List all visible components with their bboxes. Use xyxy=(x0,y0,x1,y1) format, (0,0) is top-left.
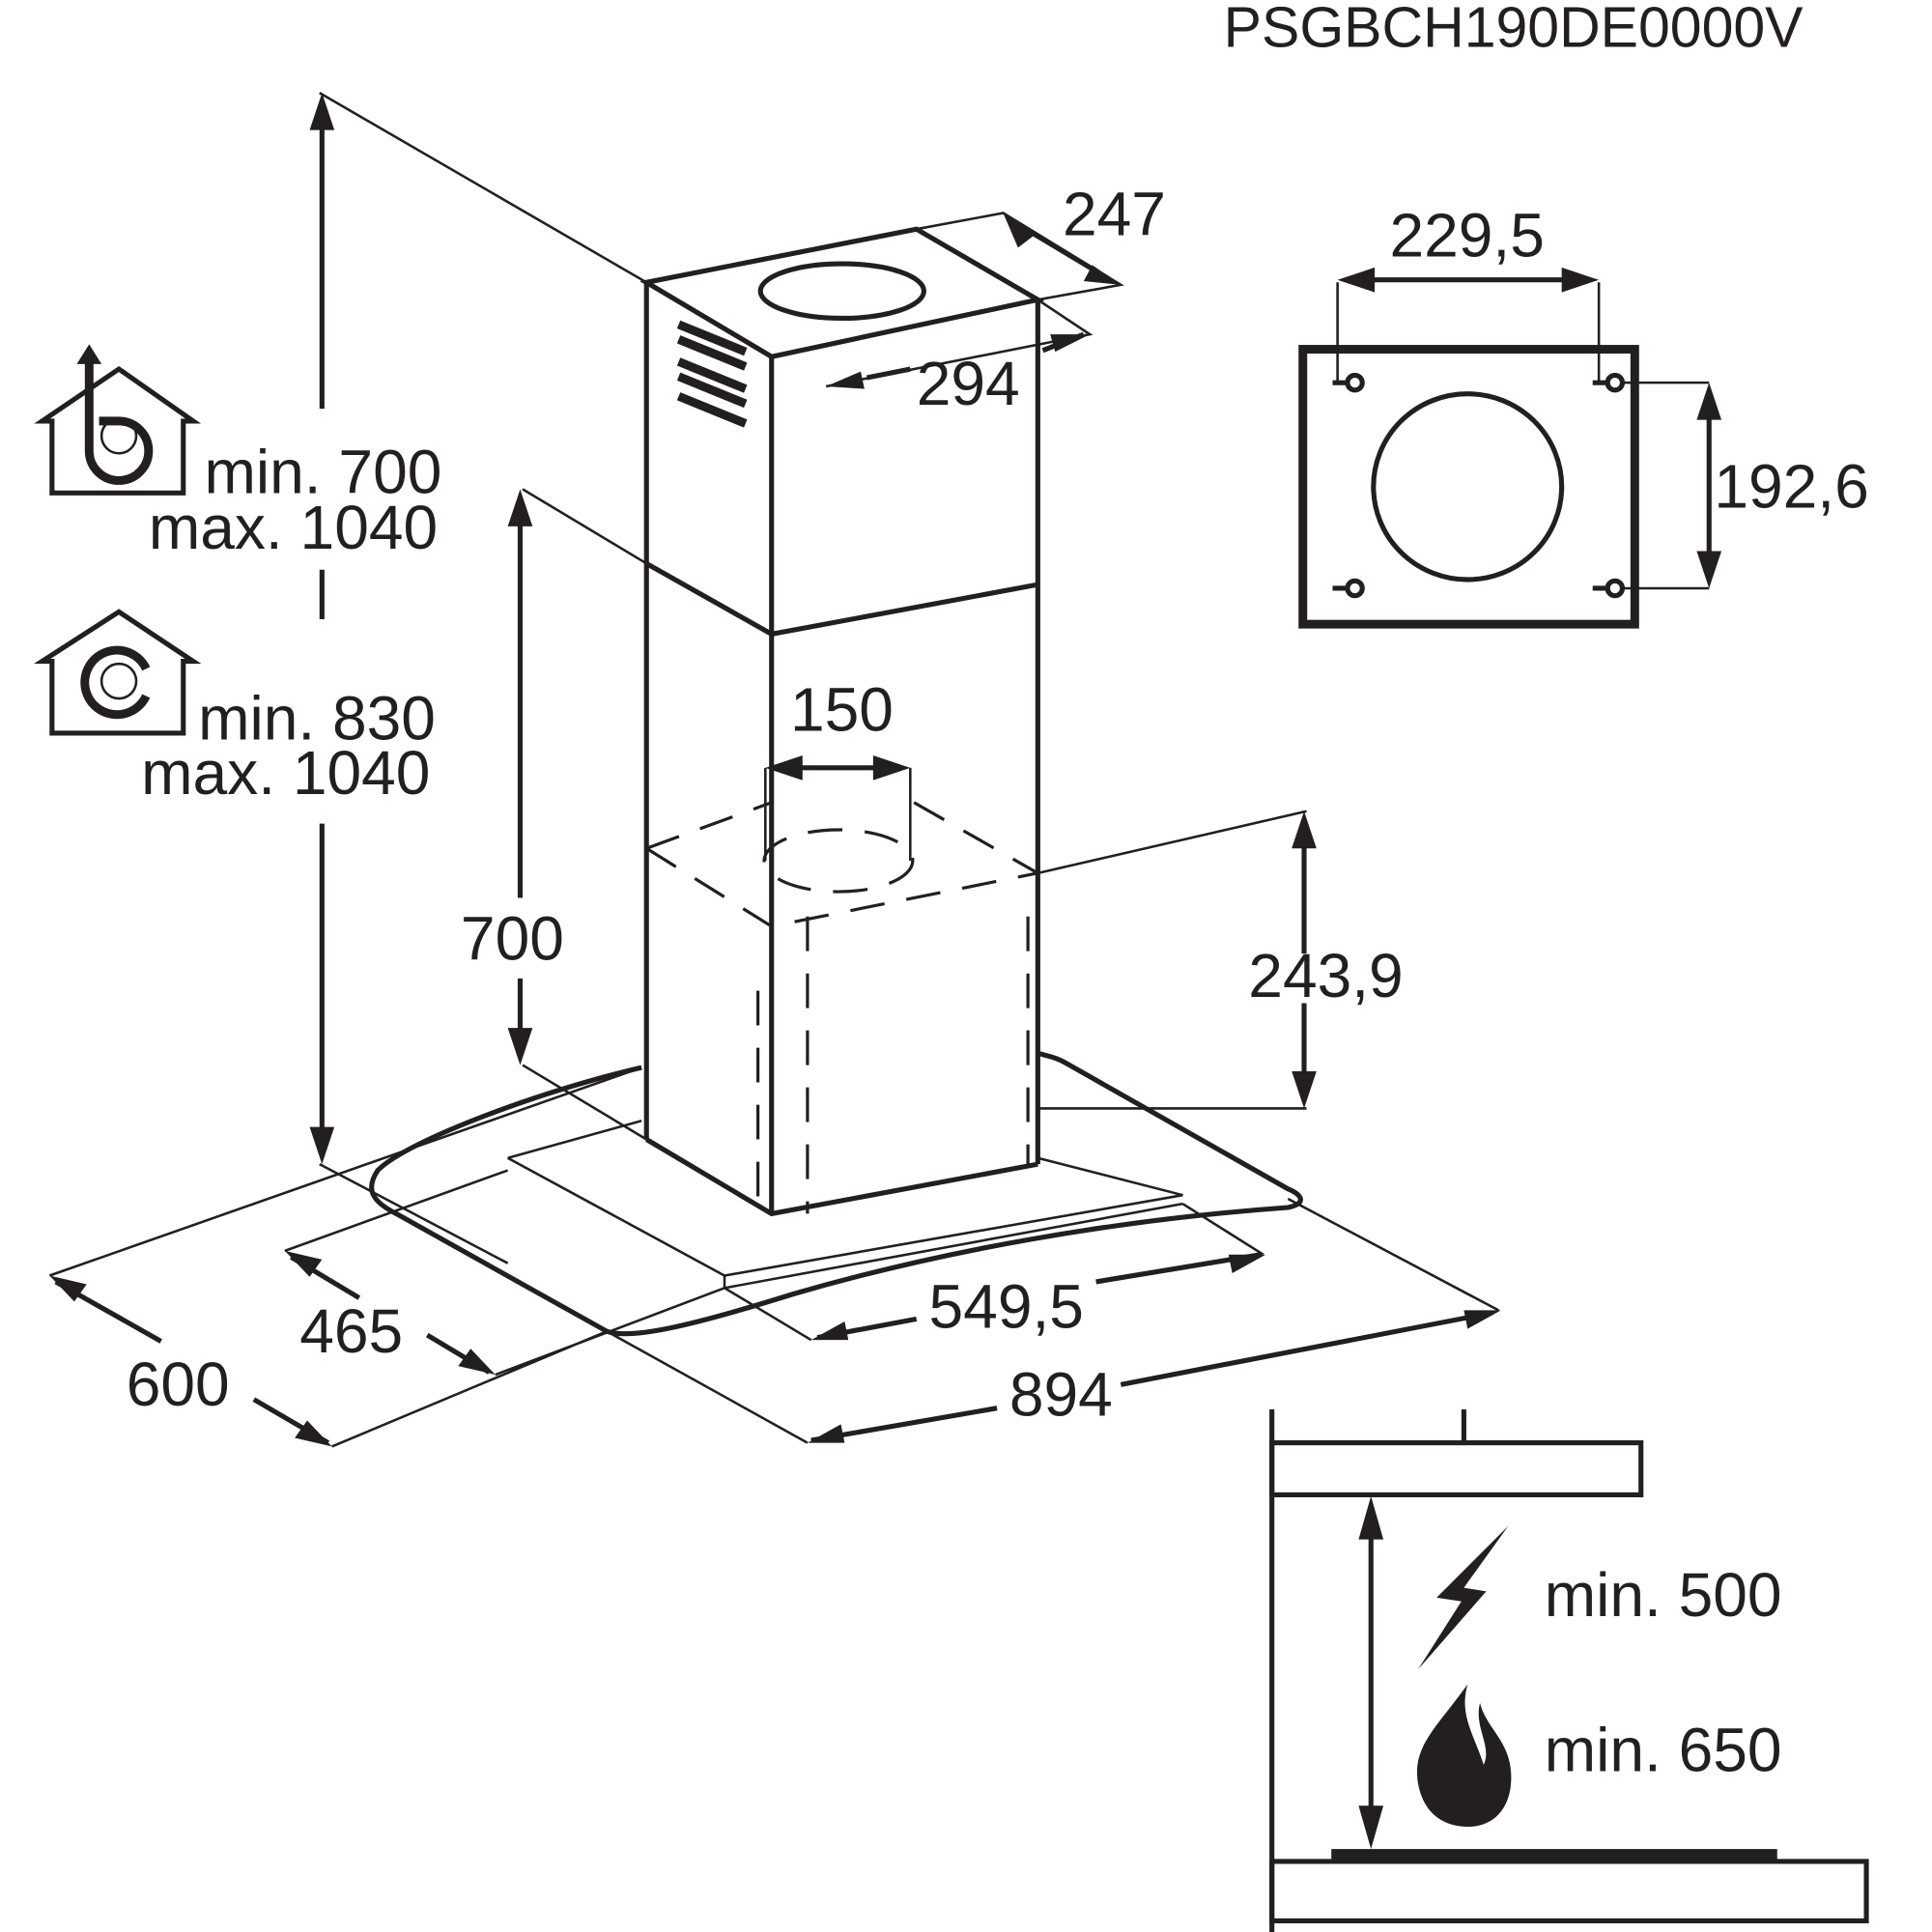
chimney xyxy=(639,226,1045,1217)
ducted-max: max. 1040 xyxy=(149,493,438,562)
dim-duct-diameter: 150 xyxy=(790,674,894,744)
ducted-min: min. 700 xyxy=(205,437,442,506)
canopy xyxy=(369,1050,1303,1337)
lightning-icon xyxy=(1417,1525,1509,1670)
recirculation-max: max. 1040 xyxy=(141,738,430,808)
hole-spacing-horizontal: 229,5 xyxy=(1389,200,1544,270)
dim-width-outer: 894 xyxy=(1009,1359,1113,1429)
dim-chimney-width: 294 xyxy=(917,349,1020,418)
dimension-lines: 247 294 150 700 243,9 465 600 549,5 894 xyxy=(48,92,1501,1448)
house-extraction-fan-icon xyxy=(34,344,202,496)
gas-clearance: min. 650 xyxy=(1545,1715,1782,1784)
mounting-plate: 229,5 192,6 xyxy=(1298,200,1869,629)
flame-icon xyxy=(1416,1684,1512,1828)
hole-spacing-vertical: 192,6 xyxy=(1714,452,1868,522)
dim-hood-height: 700 xyxy=(461,904,564,974)
model-code: PSGBCH190DE0000V xyxy=(1224,0,1804,60)
dim-canopy-height: 243,9 xyxy=(1248,941,1403,1010)
dim-chimney-depth: 247 xyxy=(1063,180,1166,249)
recirculation-min: min. 830 xyxy=(198,683,436,753)
dim-depth-inner: 465 xyxy=(299,1296,403,1366)
electric-clearance: min. 500 xyxy=(1545,1560,1782,1630)
clearance-diagram: min. 500 min. 650 xyxy=(1269,1408,1869,1932)
house-recirculation-fan-icon xyxy=(33,609,202,736)
dim-depth-outer: 600 xyxy=(127,1350,230,1419)
dim-width-inner: 549,5 xyxy=(929,1271,1084,1341)
